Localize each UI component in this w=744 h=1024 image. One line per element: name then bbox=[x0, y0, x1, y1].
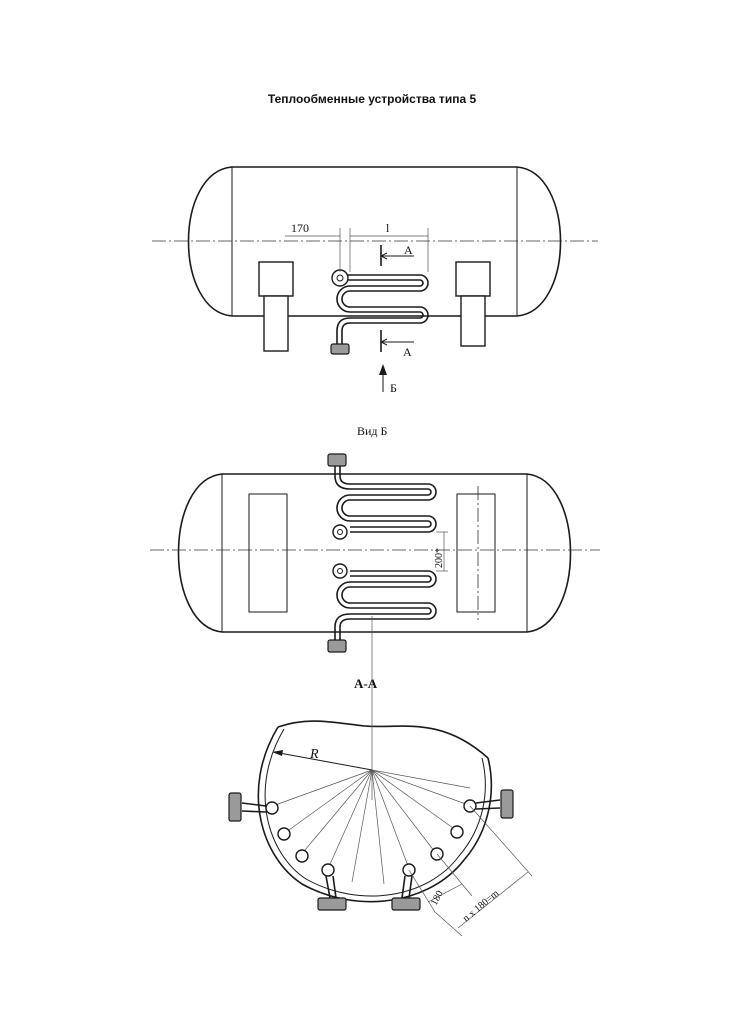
radius-label: R bbox=[309, 747, 319, 762]
section-arrowhead-bottom bbox=[379, 338, 388, 346]
section-arrowhead-top bbox=[379, 252, 388, 260]
nozzle-left-pipe-2 bbox=[241, 810, 267, 813]
nozzle-right-flange bbox=[500, 789, 514, 819]
section-caption: А-А bbox=[354, 676, 378, 691]
coil-side bbox=[341, 274, 429, 344]
coil-upper-flange bbox=[327, 453, 347, 467]
tank-shell-side bbox=[187, 166, 562, 317]
section-shell-outer bbox=[257, 726, 493, 903]
section-view: А-А R bbox=[228, 616, 533, 937]
dim-total-ext-1 bbox=[469, 805, 533, 877]
support-right-top bbox=[455, 261, 491, 297]
dim-pitch-ext-1 bbox=[408, 869, 436, 913]
nozzle-bl-pipe-2 bbox=[332, 875, 337, 899]
coil-inlet-hole bbox=[336, 274, 344, 282]
nozzle-br-flange bbox=[391, 897, 421, 911]
view-arrow-label: Б bbox=[390, 381, 397, 395]
dim-total-label: n x 180=m bbox=[461, 888, 502, 924]
coil-inlet-nozzle bbox=[331, 269, 349, 287]
coil-upper-inner bbox=[334, 466, 432, 528]
tube-7 bbox=[450, 825, 464, 839]
bottom-view-caption: Вид Б bbox=[357, 424, 388, 438]
dim-pitch-ext-2 bbox=[436, 853, 473, 897]
dim-total-ext-2 bbox=[434, 911, 463, 937]
nozzle-bl-flange bbox=[317, 897, 347, 911]
section-mark-bottom: А bbox=[403, 345, 412, 359]
coil-lower-nozzle bbox=[332, 563, 348, 579]
nozzle-br-pipe-2 bbox=[408, 875, 413, 899]
coil-upper bbox=[339, 466, 437, 533]
coil-tubes bbox=[265, 799, 477, 877]
support-left-leg bbox=[263, 295, 289, 352]
section-break-line bbox=[277, 720, 489, 759]
nozzle-right-pipe-2 bbox=[475, 807, 501, 810]
coil-lower-nozzle-hole bbox=[337, 568, 343, 574]
bottom-view: Вид Б 200* bbox=[150, 424, 600, 653]
coil-upper-nozzle-hole bbox=[337, 529, 343, 535]
section-mark-top: А bbox=[404, 243, 413, 257]
radius-line bbox=[273, 751, 373, 771]
tube-2 bbox=[277, 827, 291, 841]
coil-lower bbox=[339, 570, 437, 640]
coil-lower-inner bbox=[334, 575, 432, 640]
dim-pitch-label: 180 bbox=[429, 889, 446, 907]
dim-pitch-line bbox=[427, 883, 463, 903]
tube-4 bbox=[321, 863, 335, 877]
dim-l-label: l bbox=[386, 221, 390, 235]
tube-3 bbox=[295, 849, 309, 863]
tube-1 bbox=[265, 801, 279, 815]
coil-side-inner bbox=[336, 279, 424, 344]
nozzle-bl-pipe bbox=[325, 875, 331, 899]
support-pad-left bbox=[248, 493, 288, 613]
radius-arrowhead bbox=[272, 750, 283, 756]
support-left-top bbox=[258, 261, 294, 297]
dim-200-label: 200* bbox=[434, 548, 445, 568]
dim-170-label: 170 bbox=[291, 221, 309, 235]
support-right-leg bbox=[460, 295, 486, 347]
view-arrowhead bbox=[379, 364, 387, 375]
coil-upper-nozzle bbox=[332, 524, 348, 540]
nozzle-br-pipe bbox=[401, 875, 406, 899]
coil-outlet-flange bbox=[330, 343, 350, 355]
nozzle-left-pipe bbox=[241, 802, 267, 807]
page-title: Теплообменные устройства типа 5 bbox=[267, 92, 477, 106]
radial-lines bbox=[266, 769, 475, 885]
dim-total-line bbox=[457, 871, 529, 929]
nozzle-right-pipe bbox=[475, 799, 501, 804]
nozzle-left-flange bbox=[228, 792, 242, 822]
coil-lower-flange bbox=[327, 639, 347, 653]
support-pad-right bbox=[456, 493, 496, 613]
section-shell-inner bbox=[264, 728, 486, 897]
side-view: 170 l А А Б bbox=[152, 166, 598, 395]
